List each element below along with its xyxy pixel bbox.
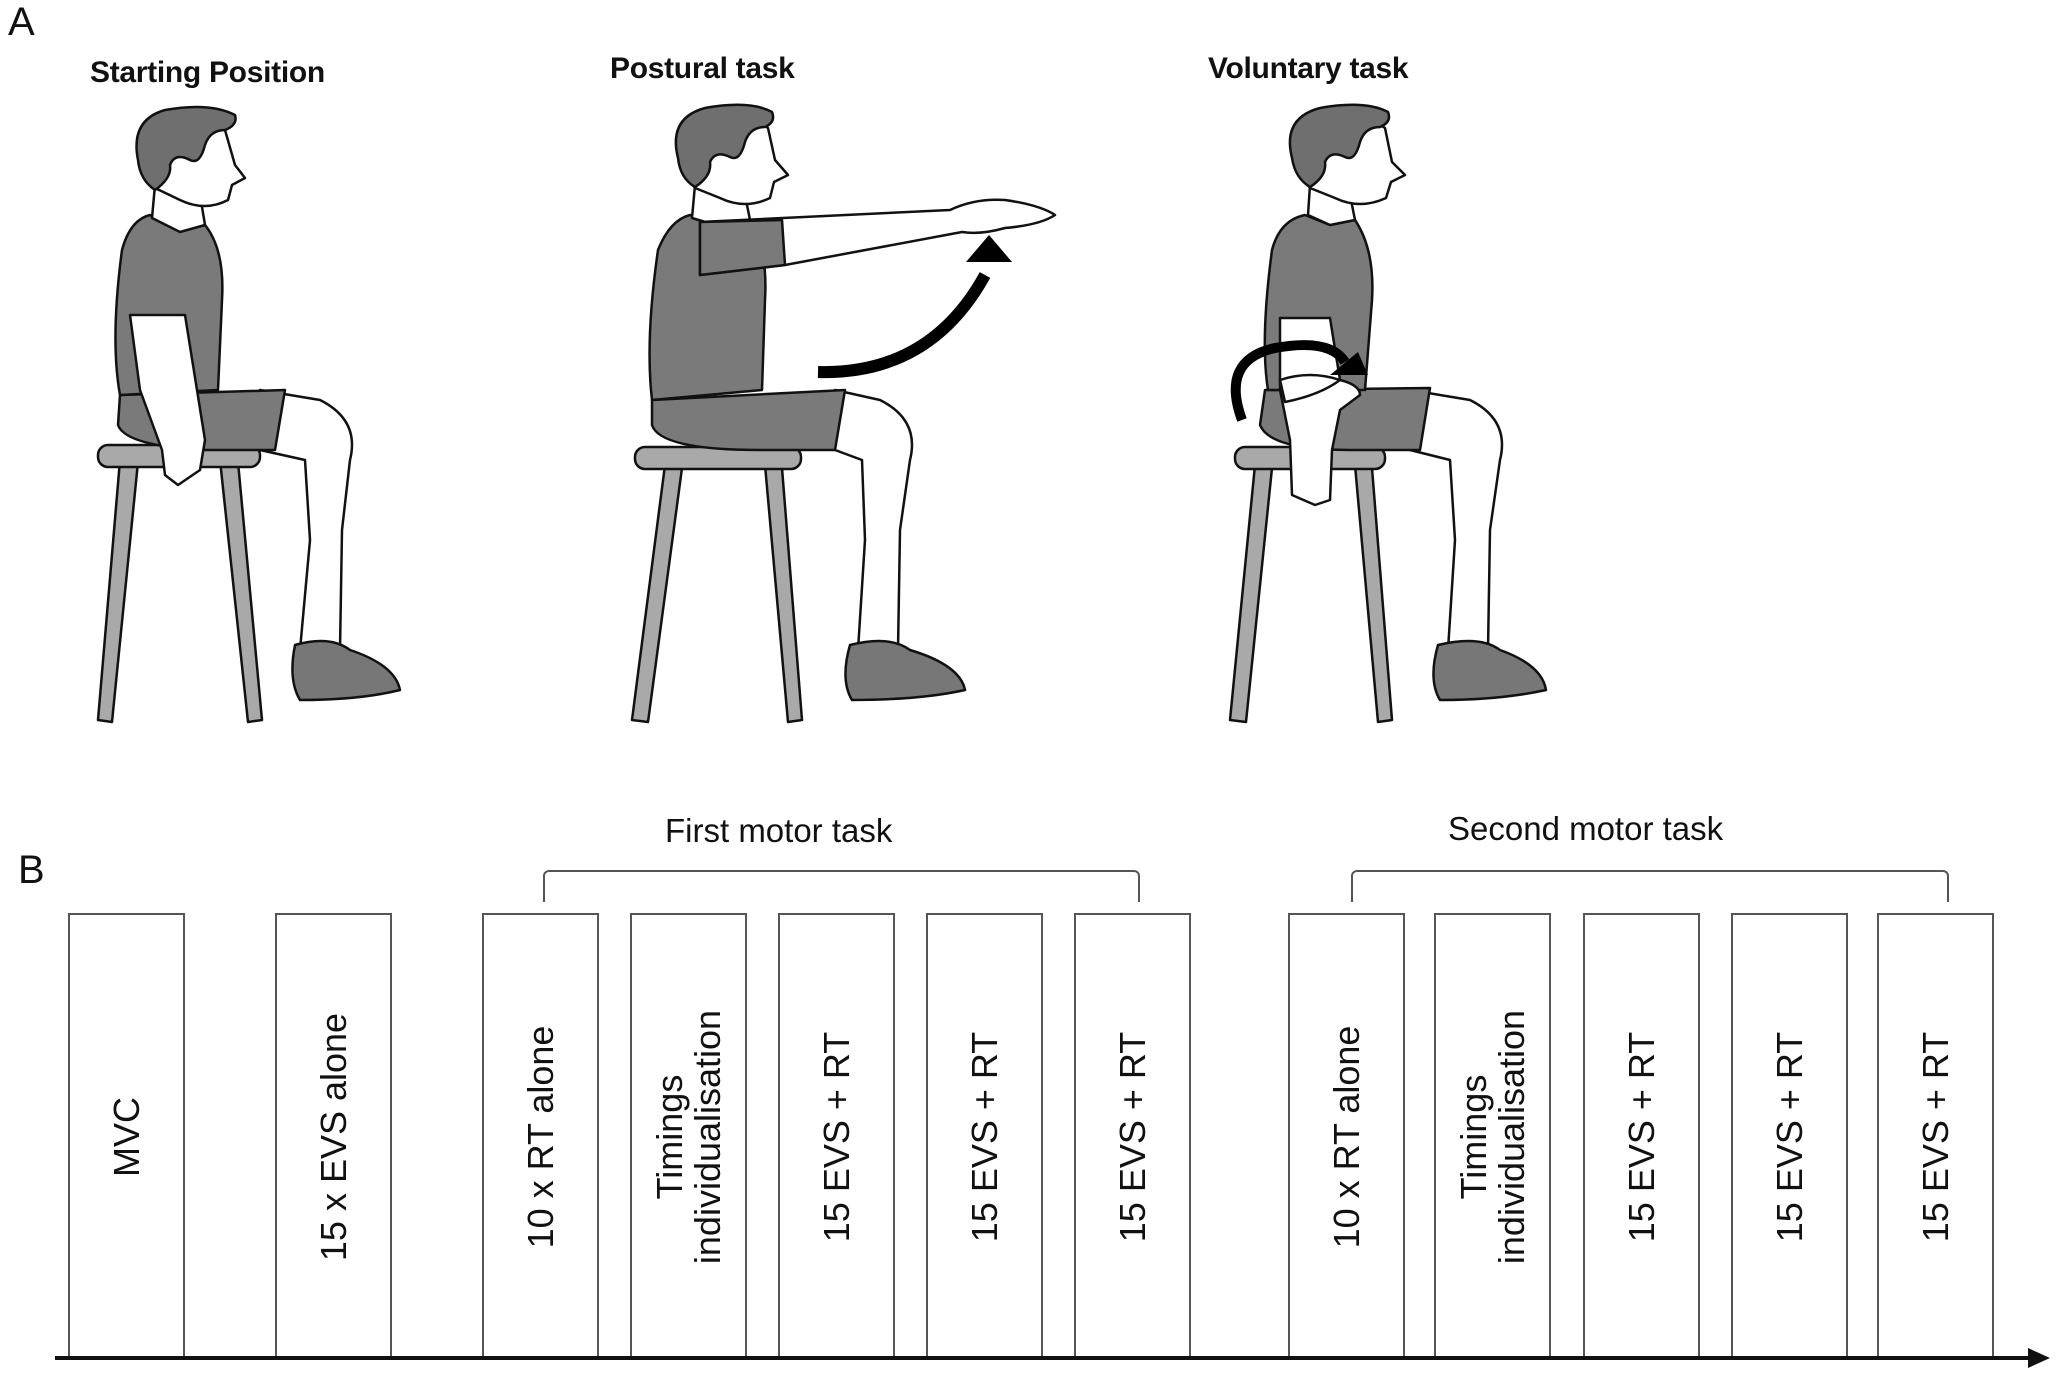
chair-leg [630,463,684,724]
figure-title-postural-task: Postural task [610,52,795,85]
block-label: 15 EVS + RT [815,1031,857,1242]
block-evs-rt-4: 15 EVS + RT [1583,913,1700,1358]
starting-position-illustration [96,105,402,724]
bracket-second-motor-task [1351,870,1949,902]
group-label-first-motor-task: First motor task [665,812,893,849]
block-evs-rt-1: 15 EVS + RT [778,913,895,1358]
shoe [844,639,967,702]
block-label: Timings individualisation [648,1009,728,1264]
circular-arrow-icon [1230,340,1350,422]
postural-task-illustration [630,103,1057,724]
block-evs-rt-6: 15 EVS + RT [1877,913,1994,1358]
block-label: 15 EVS + RT [963,1031,1005,1242]
panel-a-letter: A [8,0,35,44]
block-evs-alone: 15 x EVS alone [275,913,392,1358]
chair-leg [1353,463,1394,724]
figure-title-starting-position: Starting Position [90,56,325,89]
shoe [291,639,402,702]
block-evs-rt-3: 15 EVS + RT [1074,913,1191,1358]
panel-b-letter: B [18,848,45,892]
block-label: 15 EVS + RT [1914,1031,1956,1242]
block-label: 15 EVS + RT [1111,1031,1153,1242]
time-axis-arrow-icon [2028,1348,2050,1368]
shoe [1432,639,1548,702]
block-label: 15 EVS + RT [1620,1031,1662,1242]
block-timings-1: Timings individualisation [630,913,747,1358]
block-label: 15 EVS + RT [1768,1031,1810,1242]
hair [135,105,237,192]
figure-title-voluntary-task: Voluntary task [1208,52,1409,85]
hand [1278,373,1342,404]
block-timings-2: Timings individualisation [1434,913,1551,1358]
block-mvc: MVC [68,913,185,1358]
hair [674,103,775,189]
block-evs-rt-5: 15 EVS + RT [1731,913,1848,1358]
leg [833,388,914,652]
block-label: MVC [105,1096,147,1177]
time-axis [55,1356,2030,1360]
arm [1278,316,1362,507]
block-rt-alone-1: 10 x RT alone [482,913,599,1358]
hair [1288,103,1391,189]
block-evs-rt-2: 15 EVS + RT [926,913,1043,1358]
bracket-first-motor-task [543,870,1140,902]
arm [128,313,207,487]
group-label-second-motor-task: Second motor task [1448,810,1724,847]
chair-leg [96,458,140,724]
block-label: 15 x EVS alone [312,1012,354,1261]
arm [698,198,1057,277]
leg [258,388,354,652]
block-rt-alone-2: 10 x RT alone [1288,913,1405,1358]
shirt-sleeve [698,218,787,277]
curved-up-arrow-icon [817,272,991,379]
shorts [650,388,847,452]
block-label: 10 x RT alone [1325,1025,1367,1248]
block-label: 10 x RT alone [519,1025,561,1248]
voluntary-task-illustration [1228,103,1548,724]
chair-leg [218,458,264,724]
arrow-head [1330,352,1368,375]
chair-leg [763,463,804,724]
chair-leg [1228,463,1274,724]
arrow-head [966,235,1012,262]
leg [1408,388,1504,652]
block-label: Timings individualisation [1452,1009,1532,1264]
